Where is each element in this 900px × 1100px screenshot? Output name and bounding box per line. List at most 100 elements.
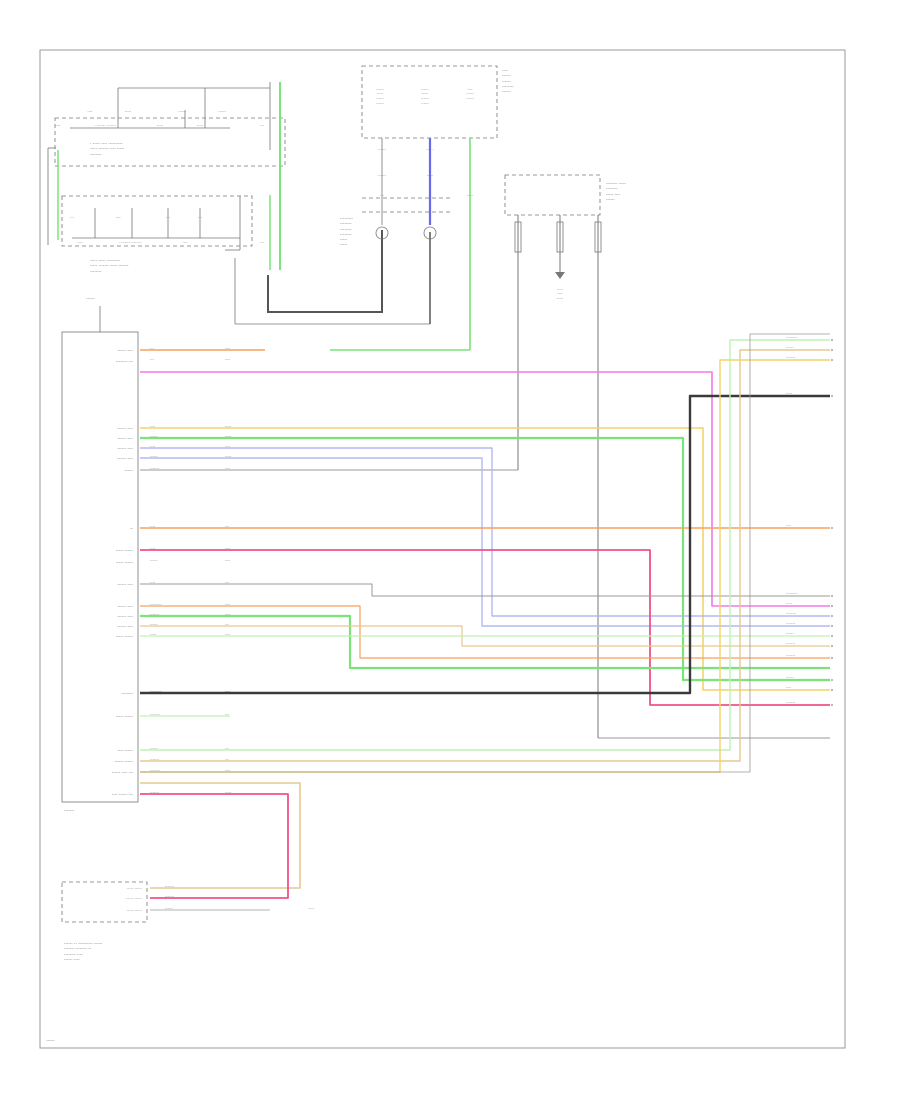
remote-wire-5: ----- (467, 193, 474, 197)
radio-pin-color-13: --- (225, 580, 230, 584)
right-connector-label-14: ------- (786, 701, 796, 705)
remote-wire-1: ---- - (426, 147, 434, 151)
wire-ltgreen-front-left (140, 339, 830, 751)
radio-pin-wire-21: ------- (150, 757, 160, 761)
radio-pin-wire-8: ------ (150, 454, 158, 458)
remote-col-1: ----------------------- (421, 87, 429, 105)
switch-a-label-3: ------ (218, 109, 226, 113)
radio-pin-wire-0: --- (150, 346, 155, 350)
wire-ltblue-2 (140, 457, 830, 627)
wire-ltblue-1 (140, 447, 830, 617)
radio-pin-color-5: ----- (225, 424, 232, 428)
radio-pin-wire-6: ------ (150, 434, 158, 438)
remote-wire-3: ----- (427, 173, 434, 177)
radio-pin-wire-13: ---- (150, 580, 156, 584)
antenna-module (140, 174, 830, 739)
bottom-wire-2: ------ (165, 906, 173, 910)
radio-pin-wire-15: ------- (150, 612, 160, 616)
right-connector-pin-12 (831, 679, 833, 681)
radio-pin-label-20: ---- ------ (117, 748, 133, 753)
bottom-wire-3: ----- (308, 906, 315, 910)
wire-green-front (140, 436, 830, 682)
switch-a-label-1: ----- (125, 109, 132, 113)
wire-gray-lock (140, 333, 830, 773)
remote-wire-0: ------ (378, 147, 386, 151)
remote-wire-4: --- (380, 193, 385, 197)
right-connector-label-1: ------ (786, 346, 794, 350)
right-connector-pin-9 (831, 635, 833, 637)
right-connector-pin-3 (831, 395, 833, 397)
radio-pin-label-18: -------- (121, 691, 133, 696)
radio-pin-wire-23: ------- (150, 790, 160, 794)
radio-pin-color-12: ---- (225, 558, 231, 562)
bottom-pin-1: ------ ------ (125, 897, 142, 901)
radio-pin-color-1: ---- (225, 357, 231, 361)
right-connector-pin-7 (831, 615, 833, 617)
right-connector-pin-1 (831, 349, 833, 351)
bottom-module-box (61, 881, 148, 923)
wire-orange-rear (140, 605, 830, 659)
steering-switch-b (61, 195, 430, 325)
switch-b-pin-0: ---- (77, 240, 83, 244)
switch-a-label-2: ------ (178, 109, 186, 113)
wire-gray-dimmer (140, 583, 830, 597)
switch-b-label-0: --- (70, 215, 75, 219)
radio-pin-label-11: ----- ------ (116, 548, 134, 553)
radio-pin-label-8: ------ ---- (117, 456, 133, 461)
radio-pin-label-23: ---- ------ --- (112, 792, 134, 797)
radio-pin-color-14: ---- (225, 602, 231, 606)
radio-pin-color-7: ---- (225, 444, 231, 448)
radio-pin-label-14: ------ ---- (117, 604, 133, 609)
radio-pin-color-23: ----- (225, 790, 232, 794)
radio-pin-label-15: ------ ---- (117, 614, 133, 619)
connector-circle-2 (423, 226, 437, 240)
right-connector-label-0: --------- (786, 336, 798, 340)
radio-pin-label-17: ----- ------ (116, 634, 134, 639)
right-connector-label-7: -------- (786, 612, 797, 616)
wire-red-bottom (140, 793, 289, 899)
diagram-labels: ------ ------------------- -------------… (46, 68, 833, 1043)
right-connector-label-9: ------ (786, 632, 794, 636)
right-connector-pin-11 (831, 657, 833, 659)
diagram-frame (39, 49, 846, 1049)
remote-block-name: ------------------------------ (502, 68, 514, 94)
selector-name: ----------------------------------------… (340, 216, 354, 247)
remote-col-2: ---------------- (466, 87, 474, 100)
bottom-wire-1: ------- (165, 894, 175, 898)
radio-pin-wire-1: --- (150, 357, 155, 361)
right-connector-pin-4 (831, 527, 833, 529)
radio-pin-color-19: --- (225, 712, 230, 716)
radio-pin-wire-11: ---- (150, 546, 156, 550)
switch-b-label-3: --- (198, 215, 203, 219)
switch-a-box (54, 117, 286, 167)
radio-pin-color-0: ---- (225, 346, 231, 350)
remote-wire-2: ------ (378, 173, 386, 177)
switch-a-pin-3: ----- (197, 123, 204, 127)
right-connector-pin-14 (831, 704, 833, 706)
radio-pin-wire-9: ------- (150, 466, 160, 470)
switch-a-pin-4: --- (260, 123, 265, 127)
antenna-module-box (504, 174, 601, 216)
wire-black-ground (140, 394, 830, 695)
radio-pin-wire-22: -------- (150, 768, 161, 772)
right-connector-pin-13 (831, 689, 833, 691)
radio-pin-wire-14: --------- (150, 602, 162, 606)
right-connector-pin-5 (831, 595, 833, 597)
right-connector-label-12: ------ (786, 676, 794, 680)
radio-pin-color-18: ---- (225, 689, 231, 693)
radio-pin-color-20: --- (225, 746, 230, 750)
ground-label: -------------- (557, 287, 564, 300)
remote-col-0: ----------------------- (376, 87, 384, 105)
radio-pin-color-10: --- (225, 524, 230, 528)
radio-module-box (61, 331, 139, 803)
radio-pin-wire-5: ---- (150, 424, 156, 428)
radio-pin-label-9: ------ (124, 468, 133, 473)
radio-pin-label-1: -------- --- (116, 359, 134, 364)
radio-pin-color-16: --- (225, 622, 230, 626)
radio-pin-wire-10: ---- (150, 524, 156, 528)
antenna-module-name: -------- ------------------ ---------- (606, 181, 627, 202)
right-connector-label-6: ----- (786, 602, 793, 606)
radio-pin-color-21: --- (225, 757, 230, 761)
radio-pin-color-9: ---- (225, 466, 231, 470)
